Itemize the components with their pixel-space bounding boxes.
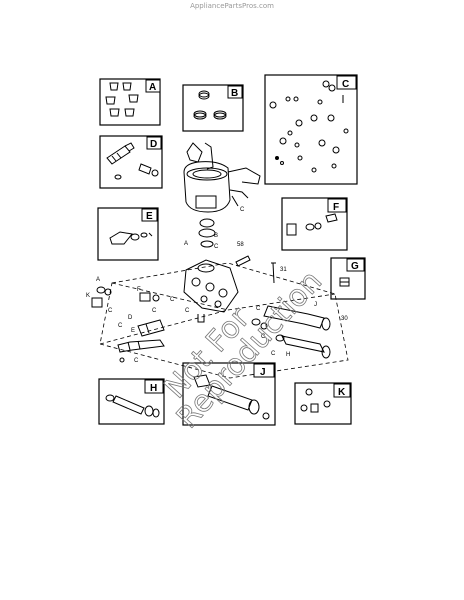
callout-e-left: E xyxy=(131,328,135,334)
kit-k-box: K xyxy=(294,382,352,425)
callout-a-left: A xyxy=(96,277,100,283)
kit-j-box: J xyxy=(182,362,276,426)
kit-h-box: H xyxy=(98,378,165,425)
callout-a-top: A xyxy=(184,241,188,247)
callout-30: 30 xyxy=(341,316,348,322)
kit-d-letter: D xyxy=(150,139,157,150)
kit-g-letter: G xyxy=(351,261,359,272)
kit-g-plug-icon xyxy=(339,277,350,287)
kit-j-piston-icon xyxy=(193,374,270,420)
kit-k-letter: K xyxy=(338,387,346,398)
kit-a-letter: A xyxy=(149,82,156,93)
callout-j-right: J xyxy=(314,302,317,308)
callout-c-body: C xyxy=(240,207,245,213)
callout-d-left: D xyxy=(128,315,133,321)
kit-c-letter: C xyxy=(342,79,349,90)
callout-31: 31 xyxy=(280,267,287,273)
kit-d-valve-icon xyxy=(106,142,159,180)
callout-h-right: H xyxy=(286,352,290,358)
site-watermark-text: AppliancePartsPros.com xyxy=(190,2,274,10)
not-for-reproduction-watermark: Not For Reproduction xyxy=(158,264,330,436)
pump-head-body: C xyxy=(183,142,261,213)
assembly-outline xyxy=(99,262,349,379)
callout-f-left: F xyxy=(137,287,141,293)
callout-c-left-6: C xyxy=(134,358,139,364)
kit-h-piston-icon xyxy=(105,394,160,418)
kit-e-letter: E xyxy=(146,211,153,222)
kit-a-box: A xyxy=(99,78,161,126)
callout-c-left-3: C xyxy=(185,308,190,314)
callout-c-right-3: C xyxy=(271,351,276,357)
callout-c-right: C xyxy=(256,306,261,312)
kit-c-box: C xyxy=(264,74,358,185)
callout-58: 58 xyxy=(237,242,244,248)
kit-a-parts-icon xyxy=(105,82,139,117)
callout-c-top: C xyxy=(214,244,219,250)
callout-c-right-2: C xyxy=(261,334,266,340)
callout-c-left: C xyxy=(108,308,113,314)
manifold-assembly: A B C 58 31 xyxy=(183,218,287,323)
kit-b-letter: B xyxy=(231,88,238,99)
callout-c-left-5: C xyxy=(118,323,123,329)
callout-c-left-2: C xyxy=(170,297,175,303)
kit-b-box: B xyxy=(182,84,244,132)
kit-d-box: D xyxy=(99,135,163,189)
kit-f-plug-icon xyxy=(286,213,338,236)
kit-e-box: E xyxy=(97,207,159,261)
callout-c-left-4: C xyxy=(152,308,157,314)
kit-h-letter: H xyxy=(150,383,157,394)
kit-e-fitting-icon xyxy=(109,231,153,245)
left-valve-parts: A K C F C C C D E C C xyxy=(86,277,190,364)
callout-k-left: K xyxy=(86,293,90,299)
kit-c-o-rings-icon xyxy=(269,80,349,173)
kit-g-box: G xyxy=(330,257,366,300)
kit-f-box: F xyxy=(281,197,348,251)
right-piston-parts: C J 30 C C H xyxy=(251,302,348,359)
kit-f-letter: F xyxy=(333,202,339,213)
kit-b-parts-icon xyxy=(193,90,227,120)
callout-b-top: B xyxy=(214,233,218,239)
kit-j-letter: J xyxy=(260,367,266,378)
kit-k-parts-icon xyxy=(300,388,331,413)
